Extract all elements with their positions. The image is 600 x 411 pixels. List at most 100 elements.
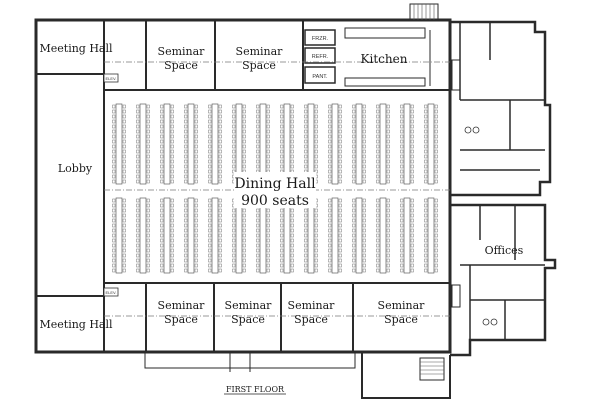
dining-seat (122, 174, 126, 179)
dining-table (139, 197, 147, 274)
dining-seat (194, 169, 198, 174)
dining-seat (376, 248, 380, 253)
dining-seat (290, 243, 294, 248)
dining-seat (386, 134, 390, 139)
dining-seat (400, 144, 404, 149)
dining-seat (208, 164, 212, 169)
seminar-space-3-title: Seminar (158, 299, 206, 312)
dining-seat (146, 198, 150, 203)
dining-seat (208, 268, 212, 273)
dining-seat (304, 109, 308, 114)
dining-table (163, 103, 171, 185)
dining-seat (434, 119, 438, 124)
dining-seat (194, 268, 198, 273)
dining-seat (256, 253, 260, 258)
dining-seat (160, 144, 164, 149)
meeting-hall-top-label: Meeting Hall (39, 42, 113, 55)
dining-seat (160, 109, 164, 114)
dining-seat (184, 243, 188, 248)
dining-seat (338, 179, 342, 184)
dining-seat (304, 223, 308, 228)
dining-seat (184, 213, 188, 218)
dining-seat (386, 159, 390, 164)
dining-seat (266, 258, 270, 263)
dining-seat (146, 174, 150, 179)
dining-seat (136, 223, 140, 228)
dining-seat (290, 104, 294, 109)
dining-seat (112, 174, 116, 179)
dining-seat (352, 238, 356, 243)
dining-seat (242, 129, 246, 134)
dining-hall-label: Dining Hall (234, 176, 316, 192)
dining-seat (386, 154, 390, 159)
dining-seat (160, 139, 164, 144)
dining-seat (160, 268, 164, 273)
dining-seat (218, 198, 222, 203)
dining-seat (314, 243, 318, 248)
dining-seat (338, 228, 342, 233)
dining-seat (314, 114, 318, 119)
dining-seat (208, 144, 212, 149)
dining-seat (304, 104, 308, 109)
dining-seat (386, 228, 390, 233)
dining-seat (184, 248, 188, 253)
dining-seat (352, 124, 356, 129)
dining-table (403, 103, 411, 185)
dining-seat (376, 124, 380, 129)
dining-seat (184, 228, 188, 233)
dining-seat (160, 238, 164, 243)
dining-seat (146, 149, 150, 154)
dining-seat (352, 203, 356, 208)
dining-seat (242, 154, 246, 159)
seminar-space-3-subtitle: Space (164, 313, 198, 326)
dining-seat (146, 139, 150, 144)
dining-seat (424, 208, 428, 213)
dining-seat (112, 213, 116, 218)
dining-seat (112, 233, 116, 238)
dining-seat (122, 104, 126, 109)
dining-seat (112, 114, 116, 119)
dining-seat (376, 213, 380, 218)
dining-seat (184, 124, 188, 129)
dining-seat (338, 159, 342, 164)
dining-seat (122, 258, 126, 263)
dining-seat (160, 129, 164, 134)
dining-seat (208, 149, 212, 154)
dining-seat (362, 208, 366, 213)
dining-seat (424, 119, 428, 124)
dining-seat (434, 104, 438, 109)
dining-seat (208, 134, 212, 139)
dining-seat (424, 124, 428, 129)
dining-seat (136, 159, 140, 164)
dining-seat (314, 248, 318, 253)
dining-seat (194, 159, 198, 164)
dining-seat (208, 179, 212, 184)
dining-seat (410, 129, 414, 134)
dining-seat (122, 248, 126, 253)
dining-seat (218, 218, 222, 223)
dining-seat (290, 114, 294, 119)
dining-seat (194, 253, 198, 258)
dining-seat (280, 258, 284, 263)
dining-seat (266, 223, 270, 228)
dining-seat (122, 164, 126, 169)
dining-seat (290, 233, 294, 238)
dining-seat (218, 149, 222, 154)
seminar-space-1-subtitle: Space (164, 59, 198, 72)
dining-seat (400, 139, 404, 144)
dining-table (115, 197, 123, 274)
dining-seat (424, 159, 428, 164)
dining-seat (400, 124, 404, 129)
dining-seat (194, 174, 198, 179)
dining-seat (208, 169, 212, 174)
dining-seat (160, 228, 164, 233)
dining-seat (290, 159, 294, 164)
dining-seat (434, 213, 438, 218)
dining-seat (146, 203, 150, 208)
dining-seat (232, 109, 236, 114)
dining-seat (208, 248, 212, 253)
dining-seat (362, 198, 366, 203)
dining-seat (410, 268, 414, 273)
dining-seat (242, 119, 246, 124)
dining-seat (434, 223, 438, 228)
